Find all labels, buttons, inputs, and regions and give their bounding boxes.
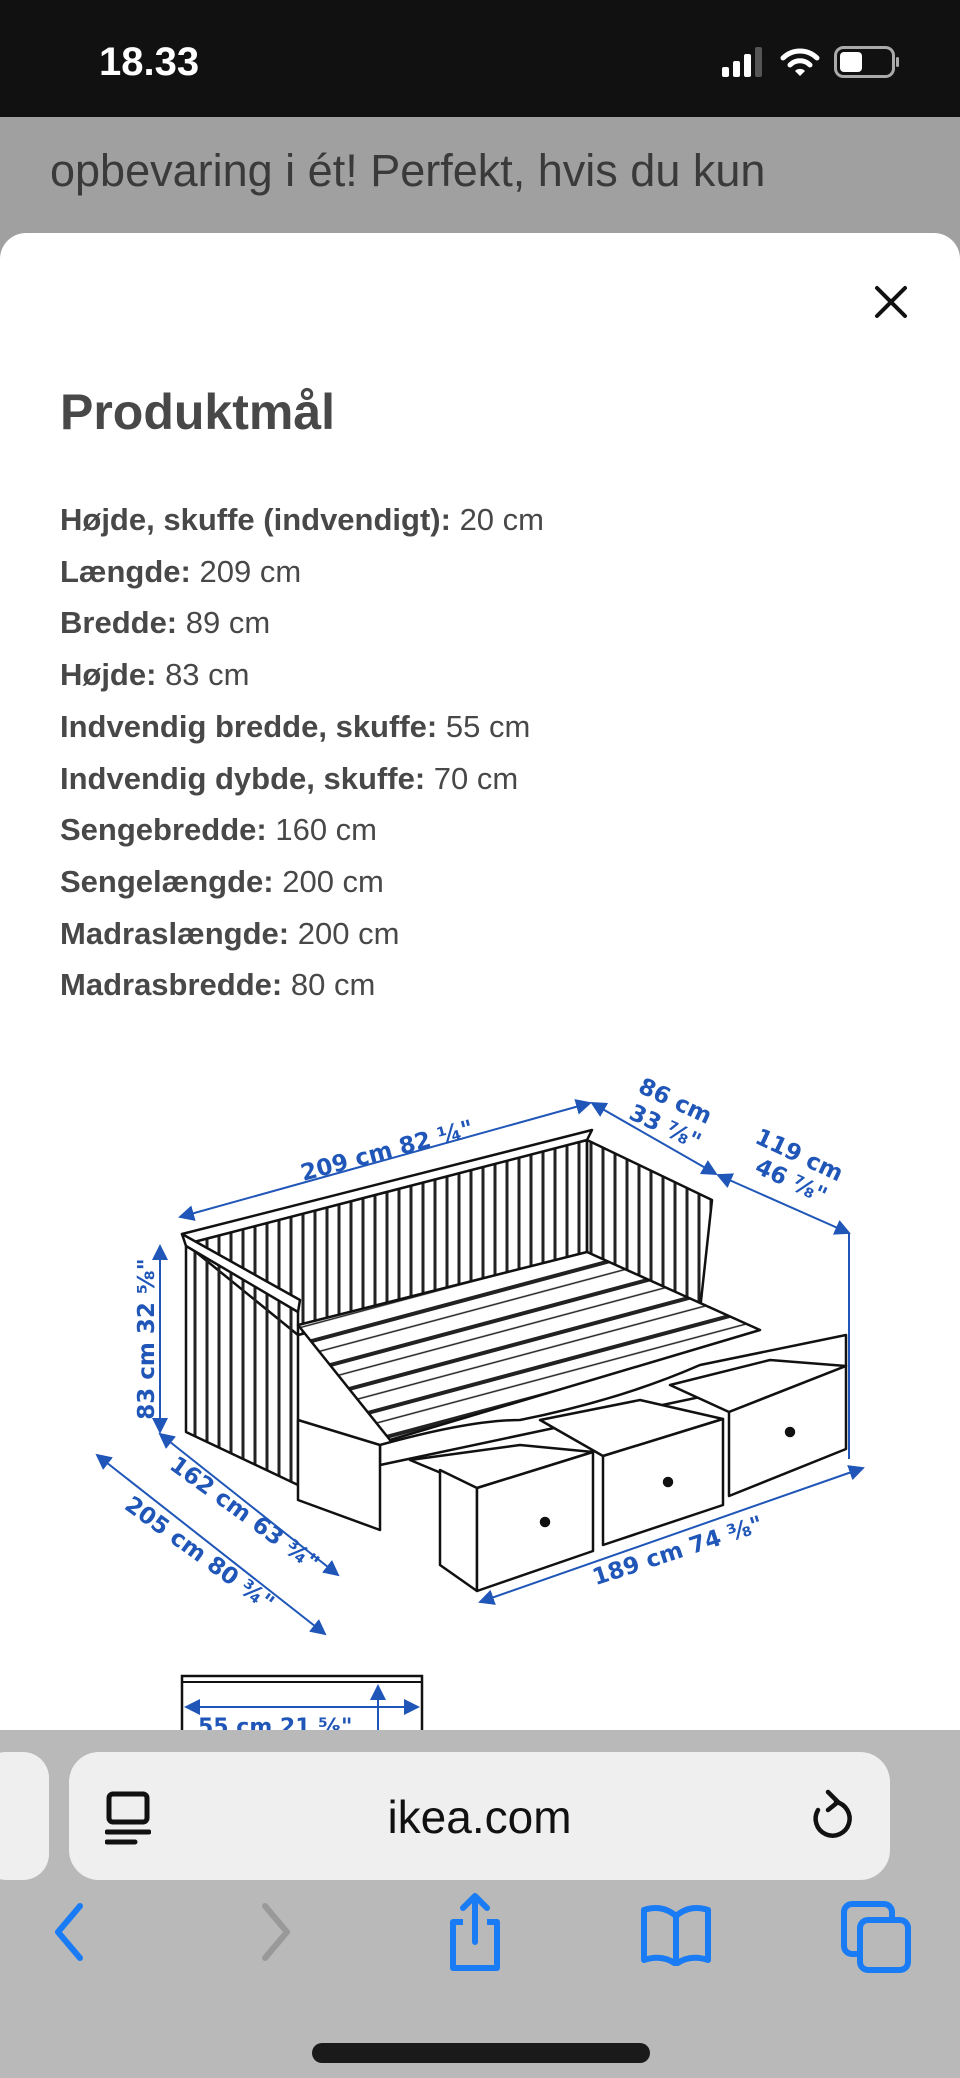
bookmarks-icon[interactable] <box>638 1902 714 1966</box>
spec-label: Længde: <box>60 553 191 589</box>
reader-icon[interactable] <box>105 1790 151 1846</box>
share-icon[interactable] <box>443 1892 507 1972</box>
spec-label: Indvendig bredde, skuffe: <box>60 708 438 744</box>
spec-value: 55 cm <box>445 708 531 744</box>
previous-tab-peek[interactable] <box>0 1752 49 1880</box>
spec-value: 70 cm <box>433 760 519 796</box>
spec-label: Højde, skuffe (indvendigt): <box>60 502 451 537</box>
tabs-icon[interactable] <box>840 1900 914 1974</box>
dim-label-drawer-inner-width: 55 cm 21 ⅝" <box>198 1715 352 1730</box>
background-page-text: opbevaring i ét! Perfekt, hvis du kun <box>50 145 766 196</box>
browser-toolbar: ikea.com <box>0 1730 960 2078</box>
spec-item: Højde: 83 cm <box>60 649 544 701</box>
spec-label: Madraslængde: <box>60 915 290 951</box>
spec-item: Indvendig dybde, skuffe: 70 cm <box>60 753 544 805</box>
status-time: 18.33 <box>99 40 200 84</box>
spec-item: Sengebredde: 160 cm <box>60 804 544 856</box>
spec-value: 200 cm <box>282 863 384 899</box>
dim-label-height: 83 cm 32 ⅝" <box>134 1258 160 1419</box>
spec-value: 200 cm <box>297 915 400 951</box>
dimension-lines <box>95 1099 865 1636</box>
battery-icon <box>834 46 899 78</box>
drawer-detail-drawing: 55 cm 21 ⅝" <box>180 1674 424 1730</box>
spec-label: Højde: <box>60 657 157 693</box>
spec-label: Bredde: <box>60 605 178 641</box>
spec-item: Sengelængde: 200 cm <box>60 856 544 908</box>
spec-item: Indvendig bredde, skuffe: 55 cm <box>60 701 544 753</box>
spec-value: 89 cm <box>185 605 271 641</box>
spec-value: 83 cm <box>165 657 250 693</box>
spec-label: Sengelængde: <box>60 863 274 899</box>
daybed-dimension-drawing: 209 cm 82 ¼" 86 cm 33 ⅞" 119 cm 46 ⅞" 83… <box>95 1073 865 1730</box>
spec-item: Madrasbredde: 80 cm <box>60 959 544 1011</box>
spec-item: Madraslængde: 200 cm <box>60 908 544 960</box>
spec-value: 80 cm <box>290 967 376 1003</box>
forward-icon[interactable] <box>255 1900 295 1964</box>
back-icon[interactable] <box>50 1900 90 1964</box>
reload-icon[interactable] <box>806 1788 856 1844</box>
spec-list: Højde, skuffe (indvendigt): 20 cm Længde… <box>60 494 544 1011</box>
spec-value: 160 cm <box>275 812 378 848</box>
modal-title: Produktmål <box>60 384 336 440</box>
spec-item: Bredde: 89 cm <box>60 597 544 649</box>
close-icon[interactable] <box>870 281 912 323</box>
home-indicator[interactable] <box>312 2043 650 2063</box>
spec-value: 209 cm <box>199 553 302 589</box>
status-icons <box>722 46 900 78</box>
spec-value: 20 cm <box>459 502 544 537</box>
daybed-illustration <box>180 1128 848 1593</box>
spec-item: Højde, skuffe (indvendigt): 20 cm <box>60 494 544 546</box>
status-bar: 18.33 <box>0 0 960 117</box>
wifi-icon <box>780 48 820 76</box>
spec-item: Længde: 209 cm <box>60 546 544 598</box>
url-text[interactable]: ikea.com <box>387 1791 572 1843</box>
spec-label: Indvendig dybde, skuffe: <box>60 760 426 796</box>
signal-icon <box>722 47 762 77</box>
spec-label: Madrasbredde: <box>60 967 283 1003</box>
address-bar[interactable]: ikea.com <box>69 1752 890 1880</box>
spec-label: Sengebredde: <box>60 812 267 848</box>
